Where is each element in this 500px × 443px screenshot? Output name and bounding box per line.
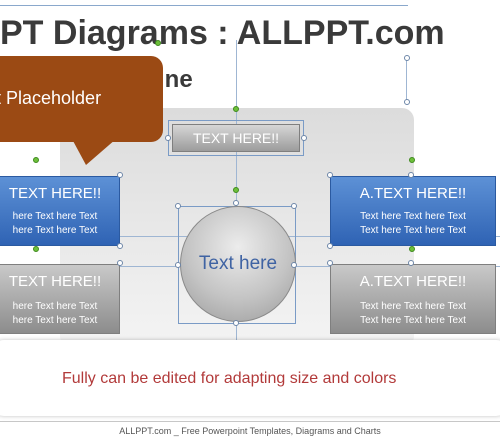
callout-text: t Placeholder [0,88,102,108]
resize-handle[interactable] [117,172,123,178]
rotate-handle[interactable] [233,106,239,112]
slide-title[interactable]: PT Diagrams : ALLPPT.com [0,14,445,52]
resize-handle[interactable] [233,320,239,326]
rotate-handle[interactable] [155,40,161,46]
resize-handle[interactable] [404,99,410,105]
box-title: TEXT HERE!! [8,185,102,202]
rotate-handle[interactable] [233,187,239,193]
resize-handle[interactable] [404,55,410,61]
top-text-box[interactable]: TEXT HERE!! [172,124,300,152]
box-text-line: here Text here Text [12,211,98,222]
box-text-line: Text here Text here Text [360,211,466,222]
right-gray-box[interactable]: A.TEXT HERE!! Text here Text here Text T… [330,264,496,334]
box-text-line: Text here Text here Text [360,301,466,312]
resize-handle[interactable] [408,260,414,266]
callout-tail [72,139,116,165]
left-blue-box[interactable]: TEXT HERE!! here Text here Text here Tex… [0,176,120,246]
slide-subtitle[interactable]: ine [158,66,193,93]
right-blue-box[interactable]: A.TEXT HERE!! Text here Text here Text T… [330,176,496,246]
rotate-handle[interactable] [409,246,415,252]
left-gray-box[interactable]: TEXT HERE!! here Text here Text here Tex… [0,264,120,334]
guide-line-vertical [406,58,407,102]
box-title: A.TEXT HERE!! [359,185,467,202]
resize-handle[interactable] [327,172,333,178]
note-text: Fully can be edited for adapting size an… [62,370,397,387]
resize-handle[interactable] [301,135,307,141]
resize-handle[interactable] [291,203,297,209]
box-title: TEXT HERE!! [8,273,102,290]
box-text-line: here Text here Text [12,225,98,236]
rotate-handle[interactable] [33,246,39,252]
box-text-line: Text here Text here Text [360,225,466,236]
top-box-selection-frame [168,120,304,156]
resize-handle[interactable] [175,262,181,268]
box-text-line: here Text here Text [12,301,98,312]
resize-handle[interactable] [408,172,414,178]
circle-label: Text here [198,253,278,274]
resize-handle[interactable] [291,262,297,268]
resize-handle[interactable] [233,200,239,206]
callout-placeholder[interactable]: t Placeholder [0,56,163,142]
box-title: A.TEXT HERE!! [359,273,467,290]
rotate-handle[interactable] [409,157,415,163]
note-box[interactable]: Fully can be edited for adapting size an… [0,340,500,416]
footer-text: ALLPPT.com _ Free Powerpoint Templates, … [0,421,500,443]
resize-handle[interactable] [327,243,333,249]
resize-handle[interactable] [165,135,171,141]
center-circle[interactable]: Text here [180,206,296,322]
resize-handle[interactable] [327,260,333,266]
title-frame [0,5,408,6]
box-text-line: here Text here Text [12,315,98,326]
box-text-line: Text here Text here Text [360,315,466,326]
resize-handle[interactable] [117,260,123,266]
resize-handle[interactable] [117,243,123,249]
rotate-handle[interactable] [33,157,39,163]
resize-handle[interactable] [175,203,181,209]
